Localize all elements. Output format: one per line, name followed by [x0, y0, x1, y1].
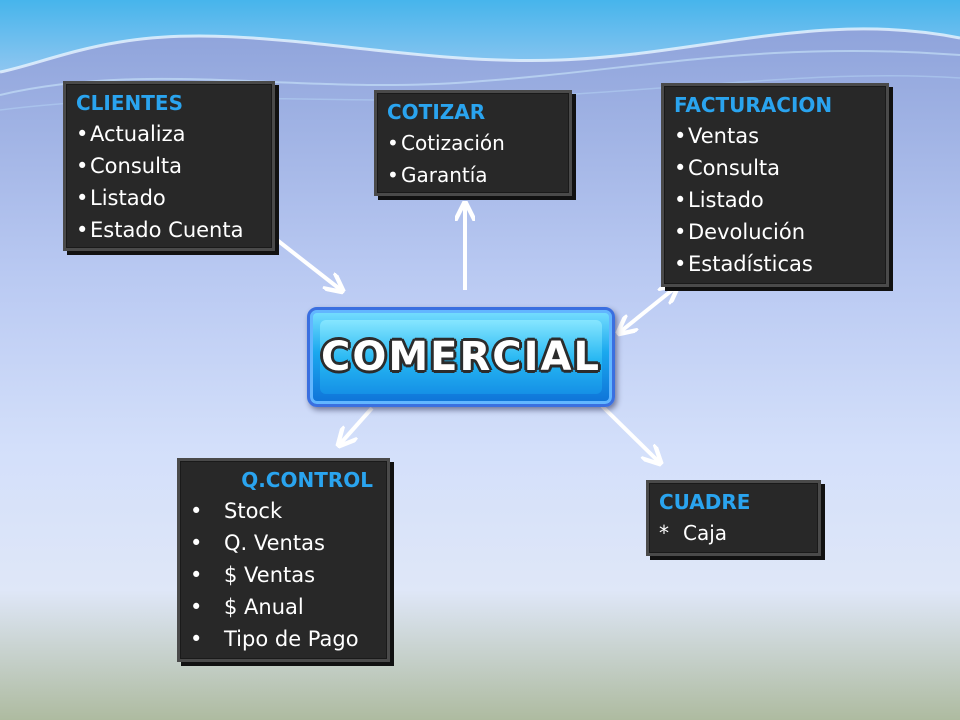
- list-item: •Cotización: [387, 131, 505, 155]
- list-item: •Listado: [674, 188, 764, 212]
- comercial-label: COMERCIAL: [321, 334, 601, 380]
- list-item: •Ventas: [674, 124, 760, 148]
- cuadre-box[interactable]: CUADRE *Caja: [646, 480, 821, 556]
- list-item: •Q. Ventas: [190, 531, 325, 555]
- clientes-box[interactable]: CLIENTES •Actualiza •Consulta •Listado •…: [63, 81, 275, 251]
- arrow-clientes-to-center: [275, 238, 341, 290]
- comercial-center-node[interactable]: COMERCIAL: [307, 307, 615, 407]
- list-item: •Stock: [190, 499, 283, 523]
- arrow-center-to-qcontrol: [340, 406, 374, 444]
- list-item: •Estado Cuenta: [76, 218, 244, 242]
- list-item: •Devolución: [674, 220, 806, 244]
- cuadre-title: CUADRE: [659, 490, 751, 514]
- cotizar-title: COTIZAR: [387, 100, 486, 124]
- list-item: •Listado: [76, 186, 166, 210]
- facturacion-box[interactable]: FACTURACION •Ventas •Consulta •Listado •…: [661, 83, 889, 287]
- list-item: •Tipo de Pago: [190, 627, 359, 651]
- facturacion-title: FACTURACION: [674, 93, 833, 117]
- list-item: •$ Ventas: [190, 563, 316, 587]
- qcontrol-title: Q.CONTROL: [241, 468, 373, 492]
- list-item: •Consulta: [674, 156, 781, 180]
- list-item: *Caja: [659, 521, 728, 545]
- cotizar-box[interactable]: COTIZAR •Cotización •Garantía: [374, 90, 572, 196]
- qcontrol-box[interactable]: Q.CONTROL •Stock •Q. Ventas •$ Ventas •$…: [177, 458, 390, 662]
- list-item: •Garantía: [387, 163, 488, 187]
- arrow-center-to-cuadre: [600, 404, 659, 462]
- clientes-title: CLIENTES: [76, 91, 183, 115]
- list-item: •$ Anual: [190, 595, 304, 619]
- list-item: •Consulta: [76, 154, 183, 178]
- list-item: •Estadísticas: [674, 252, 813, 276]
- list-item: •Actualiza: [76, 122, 186, 146]
- arrow-center-facturacion: [620, 287, 676, 332]
